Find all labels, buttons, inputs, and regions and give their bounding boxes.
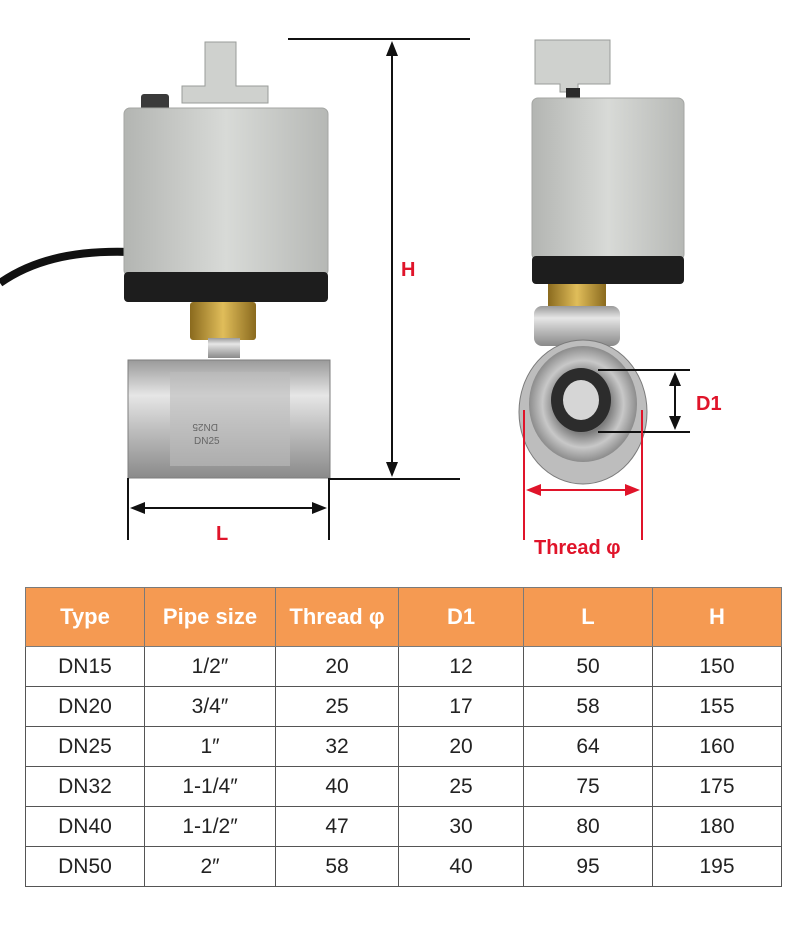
table-row: DN25 1″ 32 20 64 160: [25, 726, 782, 767]
table-header-row: Type Pipe size Thread φ D1 L H: [25, 587, 782, 647]
cell-l: 58: [523, 686, 653, 727]
valve-front-view: [518, 39, 685, 485]
front-ball: [563, 380, 599, 420]
valve-dimension-diagram: DN25 DN25 H L D1: [0, 38, 722, 559]
front-manual-handle: [534, 39, 611, 93]
cell-thread: 40: [275, 766, 399, 807]
cell-d1: 40: [398, 846, 524, 887]
cell-h: 195: [652, 846, 782, 887]
dimension-thread-label: Thread φ: [534, 537, 621, 559]
cell-l: 95: [523, 846, 653, 887]
cell-type: DN40: [25, 806, 145, 847]
body-engraving-2: DN25: [194, 436, 220, 447]
cell-type: DN32: [25, 766, 145, 807]
brass-stem: [190, 302, 256, 340]
header-pipe-size: Pipe size: [144, 587, 276, 647]
cell-pipe-size: 1″: [144, 726, 276, 767]
table-row: DN50 2″ 58 40 95 195: [25, 846, 782, 887]
header-thread: Thread φ: [275, 587, 399, 647]
manual-handle: [181, 41, 269, 104]
cell-l: 50: [523, 646, 653, 687]
valve-neck: [208, 338, 240, 358]
cell-l: 64: [523, 726, 653, 767]
cell-thread: 25: [275, 686, 399, 727]
cell-thread: 58: [275, 846, 399, 887]
front-valve-neck: [534, 306, 620, 346]
header-type: Type: [25, 587, 145, 647]
cell-thread: 20: [275, 646, 399, 687]
actuator-housing: [123, 107, 329, 277]
dimension-spec-table: Type Pipe size Thread φ D1 L H DN15 1/2″…: [25, 587, 782, 887]
front-actuator-base: [532, 256, 684, 284]
cell-l: 80: [523, 806, 653, 847]
header-d1: D1: [398, 587, 524, 647]
cell-pipe-size: 1-1/4″: [144, 766, 276, 807]
cell-h: 150: [652, 646, 782, 687]
cell-h: 180: [652, 806, 782, 847]
power-cable: [0, 247, 131, 287]
cell-d1: 25: [398, 766, 524, 807]
cell-type: DN50: [25, 846, 145, 887]
header-l: L: [523, 587, 653, 647]
dimension-h: H: [288, 38, 470, 480]
cell-thread: 47: [275, 806, 399, 847]
table-row: DN32 1-1/4″ 40 25 75 175: [25, 766, 782, 807]
cell-l: 75: [523, 766, 653, 807]
dimension-d1: D1: [598, 369, 722, 433]
cell-d1: 17: [398, 686, 524, 727]
table-row: DN20 3/4″ 25 17 58 155: [25, 686, 782, 727]
cell-h: 160: [652, 726, 782, 767]
dimension-l-label: L: [216, 523, 228, 545]
cell-pipe-size: 1/2″: [144, 646, 276, 687]
cell-pipe-size: 2″: [144, 846, 276, 887]
dimension-thread: Thread φ: [523, 410, 643, 559]
table-row: DN15 1/2″ 20 12 50 150: [25, 646, 782, 687]
cell-d1: 12: [398, 646, 524, 687]
cell-type: DN15: [25, 646, 145, 687]
cell-d1: 20: [398, 726, 524, 767]
table-row: DN40 1-1/2″ 47 30 80 180: [25, 806, 782, 847]
dimension-l: L: [127, 478, 330, 545]
cell-h: 155: [652, 686, 782, 727]
cell-type: DN20: [25, 686, 145, 727]
header-h: H: [652, 587, 782, 647]
cell-pipe-size: 3/4″: [144, 686, 276, 727]
dimension-h-label: H: [401, 259, 415, 281]
front-actuator-housing: [531, 97, 685, 261]
body-engraving-1: DN25: [192, 421, 218, 432]
dimension-d1-label: D1: [696, 393, 722, 415]
cell-d1: 30: [398, 806, 524, 847]
front-brass-stem: [548, 284, 606, 310]
actuator-base: [124, 272, 328, 302]
front-handle-neck: [566, 88, 580, 100]
cell-h: 175: [652, 766, 782, 807]
cell-pipe-size: 1-1/2″: [144, 806, 276, 847]
cell-thread: 32: [275, 726, 399, 767]
valve-body-waist: [170, 372, 290, 466]
valve-side-view: DN25 DN25: [0, 41, 331, 479]
cell-type: DN25: [25, 726, 145, 767]
